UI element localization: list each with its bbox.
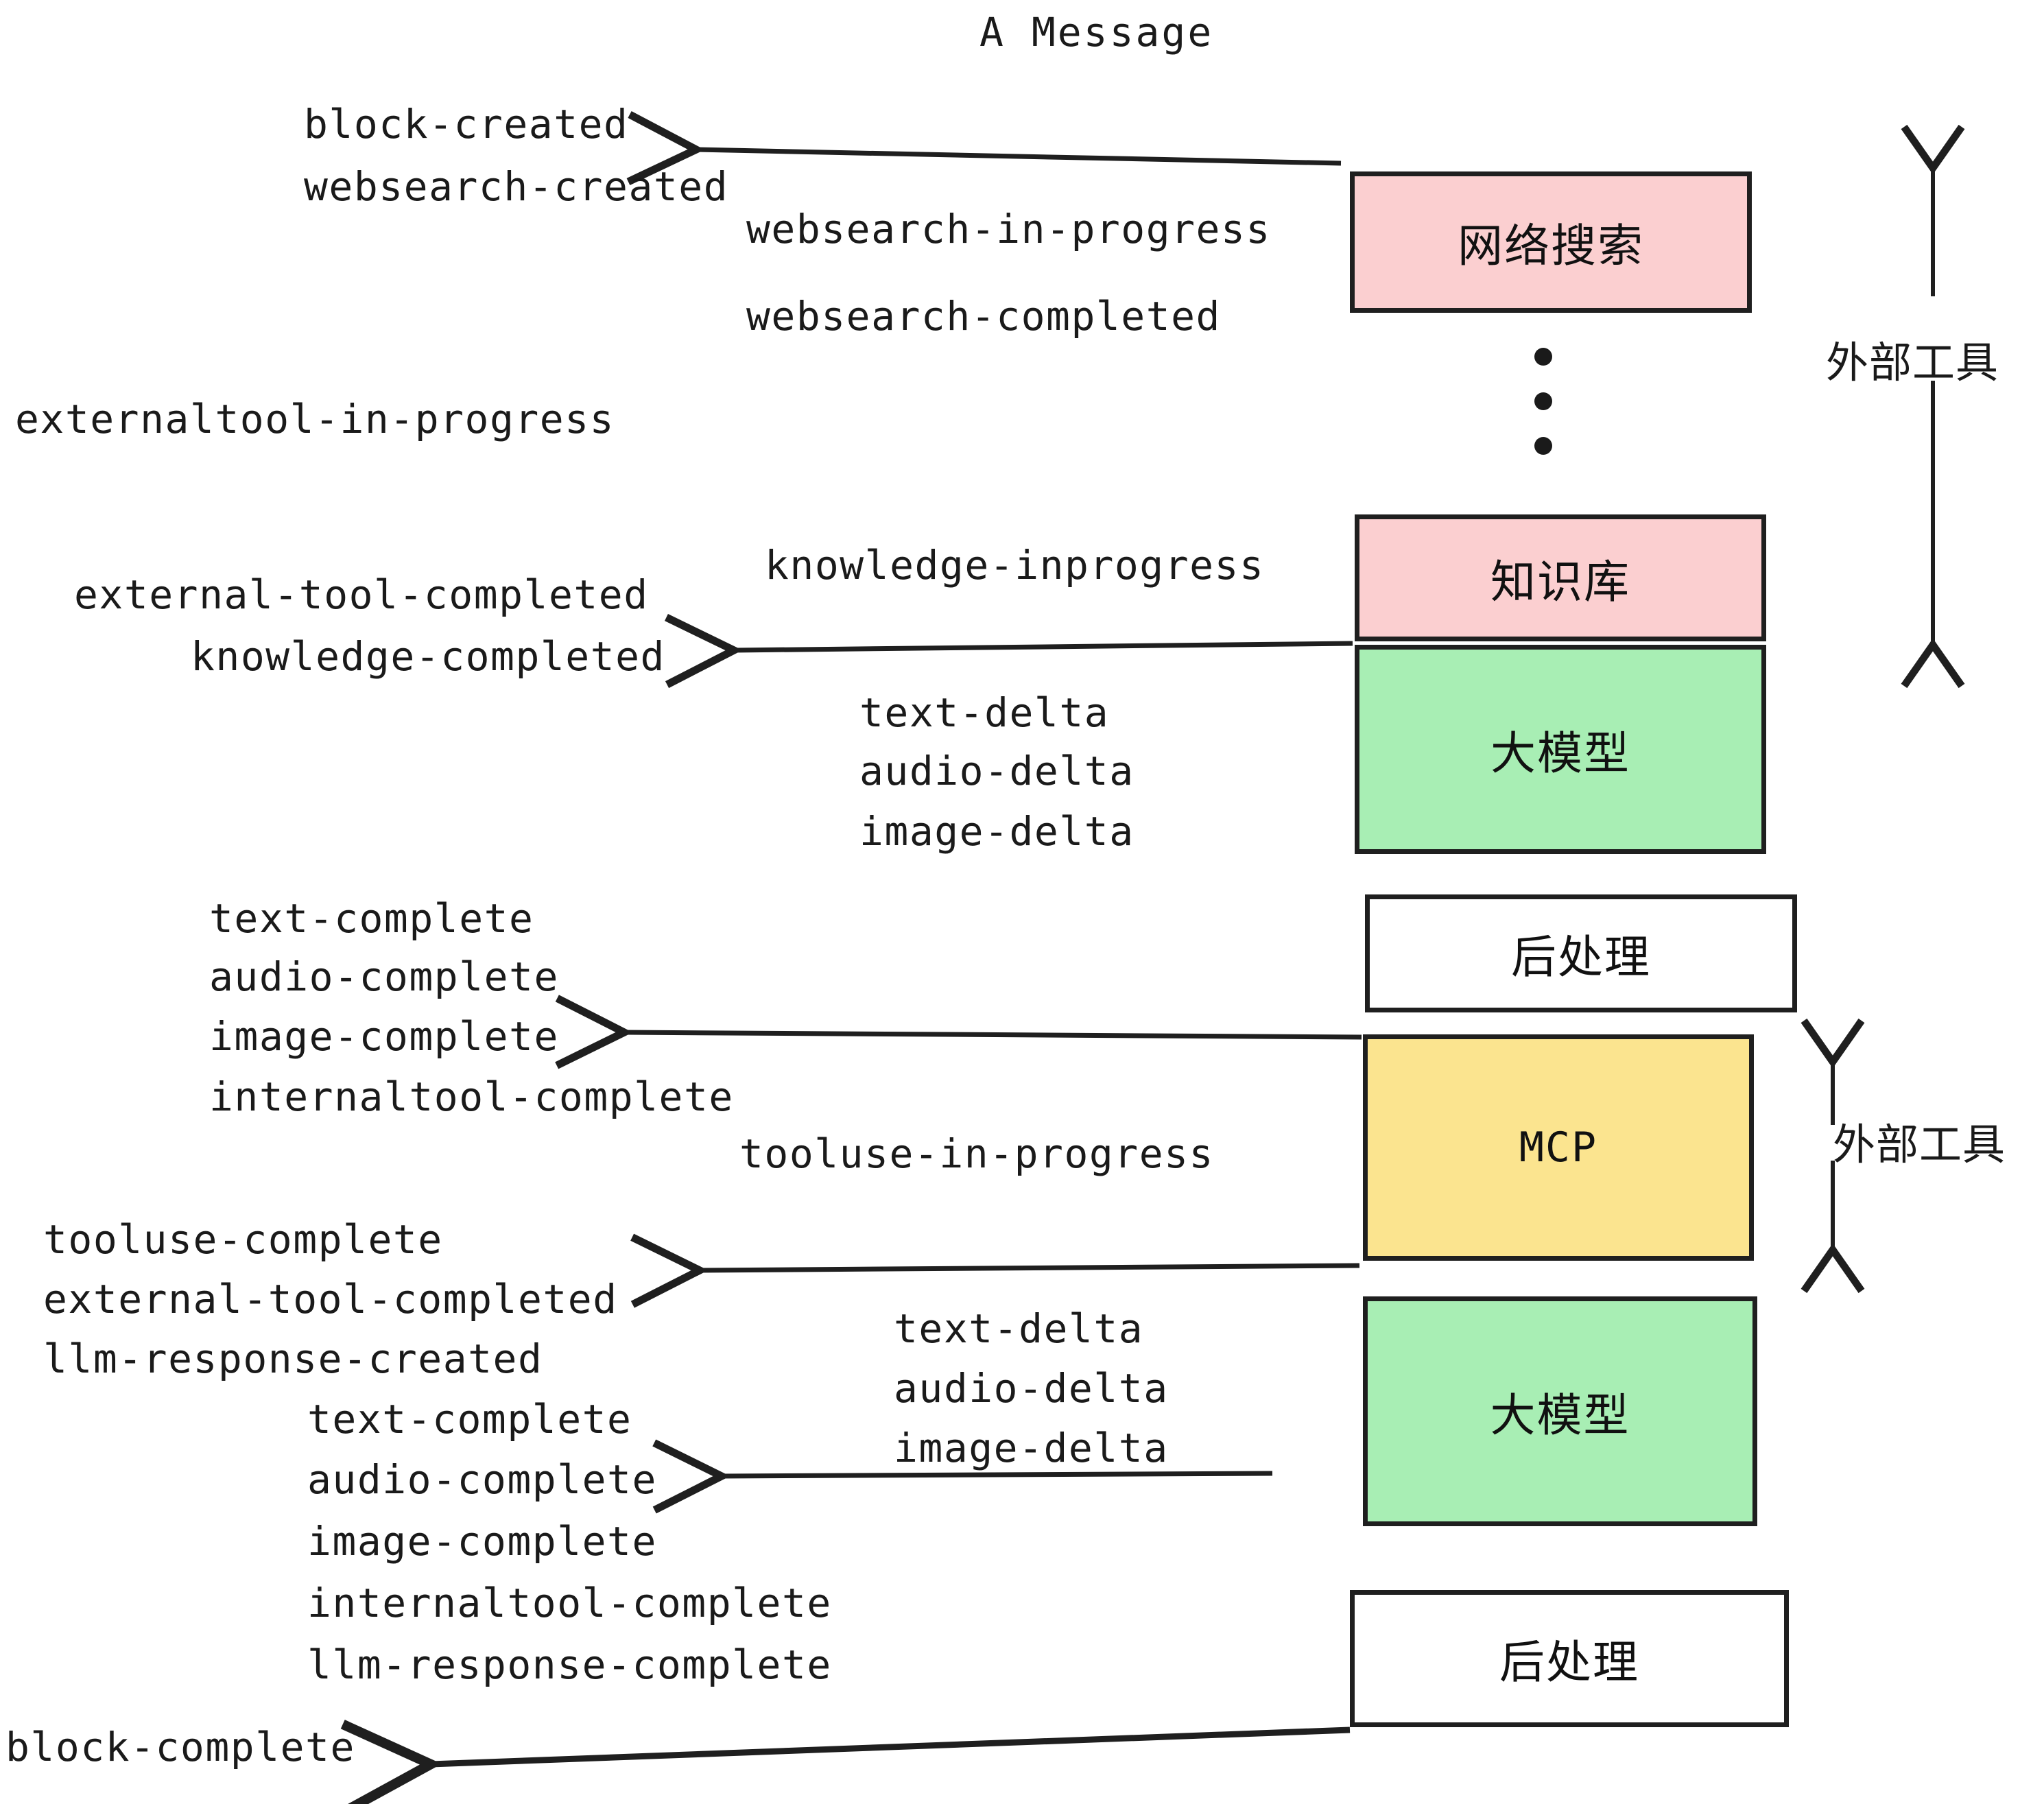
arrow-knowledge-completed xyxy=(665,614,1353,689)
event-internaltool-complete-second: internaltool-complete xyxy=(307,1580,832,1626)
event-websearch-in-progress: websearch-in-progress xyxy=(746,206,1271,252)
node-mcp[interactable]: MCP xyxy=(1363,1034,1754,1261)
event-llm-response-complete: llm-response-complete xyxy=(307,1641,832,1688)
event-block-complete: block-complete xyxy=(5,1724,355,1770)
event-tooluse-in-progress: tooluse-in-progress xyxy=(739,1130,1214,1177)
node-llm-second-label: 大模型 xyxy=(1490,1388,1630,1442)
node-postprocess-first[interactable]: 后处理 xyxy=(1365,894,1797,1012)
event-external-tool-completed-second: external-tool-completed xyxy=(43,1276,618,1322)
event-text-delta-second: text-delta xyxy=(894,1305,1144,1352)
arrow-websearch-created xyxy=(626,110,1342,185)
event-externaltool-in-progress: externaltool-in-progress xyxy=(15,396,615,442)
event-websearch-created: websearch-created xyxy=(304,163,729,210)
node-llm-first[interactable]: 大模型 xyxy=(1355,645,1766,854)
node-llm-second[interactable]: 大模型 xyxy=(1363,1296,1757,1526)
event-internaltool-complete-first: internaltool-complete xyxy=(209,1073,734,1120)
node-llm-first-label: 大模型 xyxy=(1490,726,1630,780)
arrow-tooluse-complete xyxy=(630,1233,1360,1308)
event-external-tool-completed: external-tool-completed xyxy=(74,571,649,618)
event-llm-response-created: llm-response-created xyxy=(43,1336,543,1382)
event-audio-complete-first: audio-complete xyxy=(209,953,559,1000)
event-image-complete-first: image-complete xyxy=(209,1013,559,1060)
node-mcp-label: MCP xyxy=(1519,1124,1598,1172)
arrow-block-complete xyxy=(340,1720,1351,1804)
event-text-complete-first: text-complete xyxy=(209,895,534,942)
event-audio-delta-second: audio-delta xyxy=(894,1365,1169,1412)
event-tooluse-complete: tooluse-complete xyxy=(43,1216,443,1263)
arrow-image-complete xyxy=(555,995,1362,1069)
group-label-external-tools-bottom: 外部工具 xyxy=(1833,1119,2006,1170)
event-block-created: block-created xyxy=(304,101,629,147)
event-websearch-completed: websearch-completed xyxy=(746,293,1221,340)
event-audio-complete-second: audio-complete xyxy=(307,1456,657,1503)
event-image-delta-second: image-delta xyxy=(894,1425,1169,1471)
diagram-title: A Message xyxy=(979,9,1214,56)
node-postprocess-first-label: 后处理 xyxy=(1511,931,1651,984)
event-image-delta-first: image-delta xyxy=(859,808,1134,855)
event-image-complete-second: image-complete xyxy=(307,1518,657,1565)
node-postprocess-second-label: 后处理 xyxy=(1499,1636,1639,1689)
event-audio-delta-first: audio-delta xyxy=(859,748,1134,794)
node-websearch-label: 网络搜索 xyxy=(1458,219,1644,272)
event-text-delta-first: text-delta xyxy=(859,689,1110,736)
group-label-external-tools-top: 外部工具 xyxy=(1826,337,1999,388)
event-knowledge-inprogress: knowledge-inprogress xyxy=(765,542,1265,589)
node-knowledge-base[interactable]: 知识库 xyxy=(1355,514,1766,641)
node-postprocess-second[interactable]: 后处理 xyxy=(1350,1590,1789,1727)
arrow-audio-complete xyxy=(652,1439,1273,1514)
node-knowledge-base-label: 知识库 xyxy=(1490,555,1630,608)
event-knowledge-completed: knowledge-completed xyxy=(191,633,665,680)
event-text-complete-second: text-complete xyxy=(307,1396,632,1443)
node-websearch[interactable]: 网络搜索 xyxy=(1350,171,1752,313)
